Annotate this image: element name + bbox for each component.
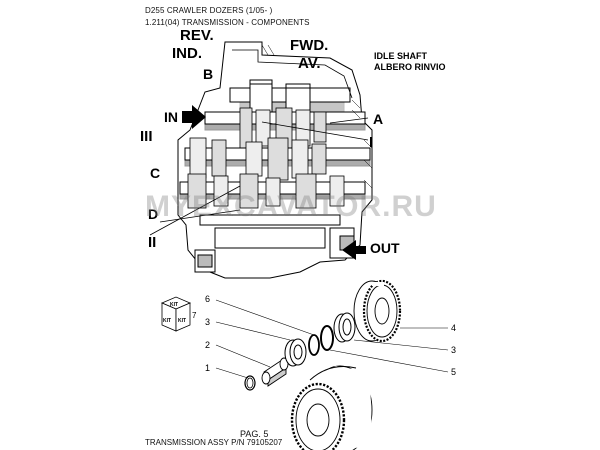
kit-right-label: KIT bbox=[178, 318, 186, 324]
label-c: C bbox=[150, 165, 160, 181]
part-4-gear bbox=[353, 279, 402, 343]
label-d: D bbox=[148, 206, 158, 222]
label-ind: IND. bbox=[172, 45, 202, 62]
part-6-ring bbox=[308, 334, 320, 356]
callout-3-left: 3 bbox=[205, 317, 210, 327]
callout-6: 6 bbox=[205, 294, 210, 304]
callout-5: 5 bbox=[451, 367, 456, 377]
callout-2: 2 bbox=[205, 340, 210, 350]
footer-part-number: TRANSMISSION ASSY P/N 79105207 bbox=[145, 438, 283, 447]
callout-1: 1 bbox=[205, 363, 210, 373]
callout-4: 4 bbox=[451, 323, 456, 333]
watermark: MYEXCAVATOR.RU bbox=[145, 190, 437, 223]
label-ii: II bbox=[148, 234, 156, 251]
transmission-cross-section bbox=[149, 41, 373, 279]
part-5-ring bbox=[320, 325, 334, 351]
callout-3-right: 3 bbox=[451, 345, 456, 355]
footer-page: PAG. 5 bbox=[240, 429, 269, 439]
kit-left-label: KIT bbox=[163, 318, 171, 324]
kit-cube-icon bbox=[160, 296, 192, 332]
label-a: A bbox=[373, 111, 383, 127]
part-3-bearing-left bbox=[284, 338, 307, 367]
label-fwd: FWD. bbox=[290, 37, 328, 54]
label-idle-shaft: IDLE SHAFT bbox=[374, 51, 428, 61]
label-av: AV. bbox=[298, 55, 321, 72]
kit-top-label: KIT bbox=[170, 302, 178, 308]
header-model: D255 CRAWLER DOZERS (1/05- ) bbox=[145, 6, 273, 15]
callout-7: 7 bbox=[192, 311, 197, 320]
label-i: I bbox=[369, 134, 373, 151]
label-out: OUT bbox=[370, 240, 400, 256]
callout-leaders bbox=[215, 299, 449, 379]
output-arrow-icon bbox=[342, 240, 366, 260]
main-gear-housing bbox=[290, 365, 373, 450]
part-3-bearing-right bbox=[333, 312, 356, 343]
label-in: IN bbox=[164, 109, 178, 125]
label-iii: III bbox=[140, 128, 153, 145]
part-2-sleeve bbox=[261, 357, 289, 387]
header-section: 1.211(04) TRANSMISSION - COMPONENTS bbox=[145, 18, 310, 27]
label-rev: REV. bbox=[180, 27, 214, 44]
label-b: B bbox=[203, 66, 213, 82]
label-albero-rinvio: ALBERO RINVIO bbox=[374, 62, 446, 72]
input-arrow-icon bbox=[182, 105, 206, 129]
part-1-snap-ring bbox=[244, 375, 256, 391]
